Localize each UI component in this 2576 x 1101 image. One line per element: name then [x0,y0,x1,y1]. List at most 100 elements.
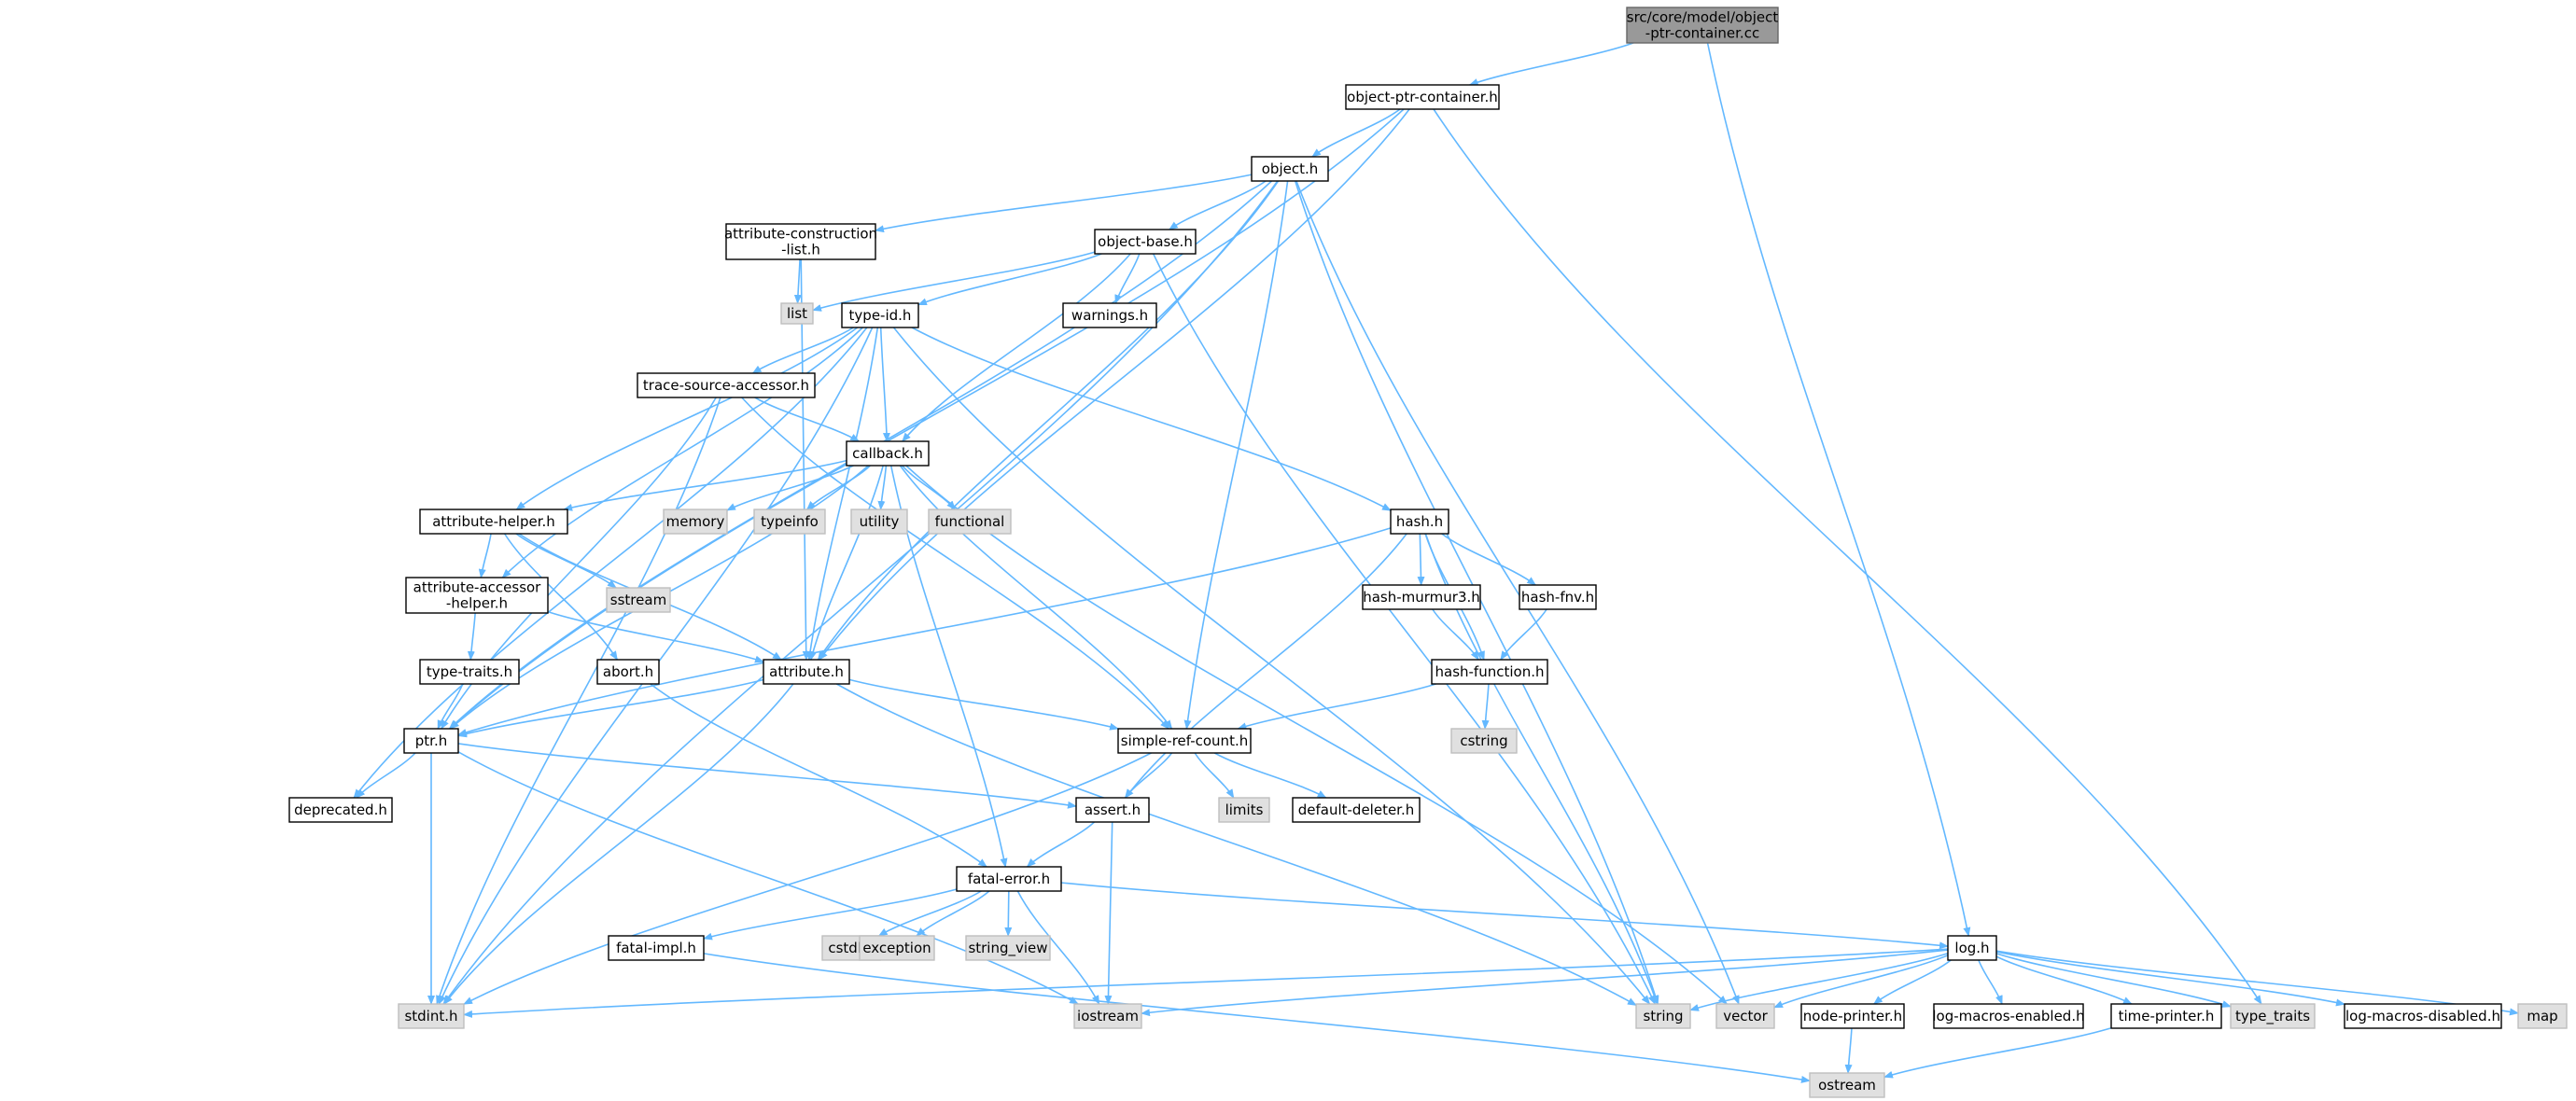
node-memory: memory [663,509,728,535]
node-box-abort [596,659,660,685]
node-object[interactable]: object.h [1251,156,1329,182]
node-box-typeinfo [753,509,826,535]
node-label-memory: memory [666,513,725,530]
node-box-typeid [841,302,919,328]
node-objbase[interactable]: object-base.h [1094,229,1197,255]
node-lmd[interactable]: log-macros-disabled.h [2344,1003,2502,1029]
node-box-log [1947,935,1997,961]
node-fnv[interactable]: hash-fnv.h [1519,584,1597,610]
node-box-objbase [1094,229,1197,255]
node-nodeprinter[interactable]: node-printer.h [1800,1003,1905,1029]
node-abort[interactable]: abort.h [596,659,660,685]
node-label-stdint: stdint.h [404,1008,457,1024]
node-box-lme [1933,1003,2084,1029]
node-deprecated[interactable]: deprecated.h [288,797,393,823]
node-src[interactable]: simple-ref-count.h [1117,728,1252,754]
edge-typeid-to-hash [911,327,1392,511]
node-label-iostream: iostream [1077,1008,1139,1024]
node-label-exception: exception [862,940,931,956]
edge-opc-to-attribute [819,108,1410,661]
node-defdel[interactable]: default-deleter.h [1292,797,1421,823]
node-box-callback [846,440,930,467]
node-murmur[interactable]: hash-murmur3.h [1362,584,1481,610]
node-label-defdel: default-deleter.h [1298,801,1415,818]
node-box-attrhelper [419,509,568,535]
file-nodes: src/core/model/object-ptr-container.cc ob… [288,7,2568,1098]
node-root[interactable]: src/core/model/object-ptr-container.cc [1626,7,1779,44]
edge-objbase-to-typeid [917,253,1102,306]
edge-src-to-defdel [1213,752,1327,799]
node-box-fnv [1519,584,1597,610]
node-label-lme: log-macros-enabled.h [1932,1008,2084,1024]
node-box-stdint [398,1003,465,1029]
node-fatal[interactable]: fatal-error.h [956,866,1062,892]
edge-acl-to-list [793,258,802,304]
node-string: string [1635,1003,1691,1029]
node-label-murmur: hash-murmur3.h [1363,589,1480,606]
edge-object-to-objbase [1169,180,1267,230]
node-timeprinter[interactable]: time-printer.h [2110,1003,2222,1029]
node-ostream: ostream [1809,1072,1885,1098]
edge-typeid-to-callback [879,327,890,442]
node-box-tsa [637,372,816,398]
node-callback[interactable]: callback.h [846,440,930,467]
node-box-fatal [956,866,1062,892]
node-hash[interactable]: hash.h [1390,509,1449,535]
edge-hash-to-ptr [457,527,1392,736]
node-attribute[interactable]: attribute.h [763,659,850,685]
node-label-attribute: attribute.h [769,663,844,680]
node-typeid[interactable]: type-id.h [841,302,919,328]
edge-fatal-to-iostream [1016,890,1100,1005]
node-label-root: -ptr-container.cc [1645,25,1759,42]
node-label-abort: abort.h [603,663,653,680]
edge-typeid-to-aah [501,327,863,578]
node-label-vector: vector [1723,1008,1768,1024]
node-box-limits [1218,797,1270,823]
edge-log-to-lme [1978,959,2003,1005]
node-map: map [2517,1003,2568,1029]
node-label-objbase: object-base.h [1098,233,1193,250]
node-log[interactable]: log.h [1947,935,1997,961]
edge-callback-to-attribute [809,465,884,661]
edge-log-to-lmd [1995,951,2345,1007]
node-box-memory [663,509,728,535]
node-acl[interactable]: attribute-construction-list.h [724,223,877,260]
edge-object-to-acl [875,174,1253,233]
node-label-fatalimpl: fatal-impl.h [616,940,696,956]
node-sstream: sstream [606,587,671,613]
node-tsa[interactable]: trace-source-accessor.h [637,372,816,398]
edge-fatal-to-log [1060,882,1949,950]
node-opc[interactable]: object-ptr-container.h [1345,84,1500,110]
node-box-sstream [606,587,671,613]
node-aah[interactable]: attribute-accessor-helper.h [405,577,549,614]
node-fatalimpl[interactable]: fatal-impl.h [608,935,705,961]
edge-attribute-to-src [848,678,1119,731]
edge-murmur-to-hashfn [1432,608,1479,661]
edge-callback-to-functional [902,465,956,510]
node-box-functional [928,509,1012,535]
node-typetraits[interactable]: type-traits.h [419,659,520,685]
node-attrhelper[interactable]: attribute-helper.h [419,509,568,535]
edge-attribute-to-ptr [457,678,764,738]
node-label-cstring: cstring [1460,732,1507,749]
node-stdint: stdint.h [398,1003,465,1029]
edge-objbase-to-list [812,251,1096,312]
node-hashfn[interactable]: hash-function.h [1431,659,1548,685]
node-label-attrhelper: attribute-helper.h [432,513,555,530]
node-label-timeprinter: time-printer.h [2119,1008,2215,1024]
edge-objbase-to-warnings [1114,253,1141,304]
node-typeinfo: typeinfo [753,509,826,535]
node-ptr[interactable]: ptr.h [403,728,459,754]
node-warnings[interactable]: warnings.h [1062,302,1157,328]
node-box-deprecated [288,797,393,823]
node-lme[interactable]: log-macros-enabled.h [1932,1003,2085,1029]
edge-fnv-to-hashfn [1500,608,1547,661]
node-assert[interactable]: assert.h [1075,797,1150,823]
edge-attribute-to-string [835,683,1637,1007]
edge-root-to-log [1706,42,1971,937]
edge-tsa-to-src [741,397,1169,730]
edge-opc-to-ptr [449,108,1405,730]
edge-attrhelper-to-aah [478,533,492,578]
node-box-timeprinter [2110,1003,2222,1029]
node-label-ostream: ostream [1818,1077,1876,1094]
